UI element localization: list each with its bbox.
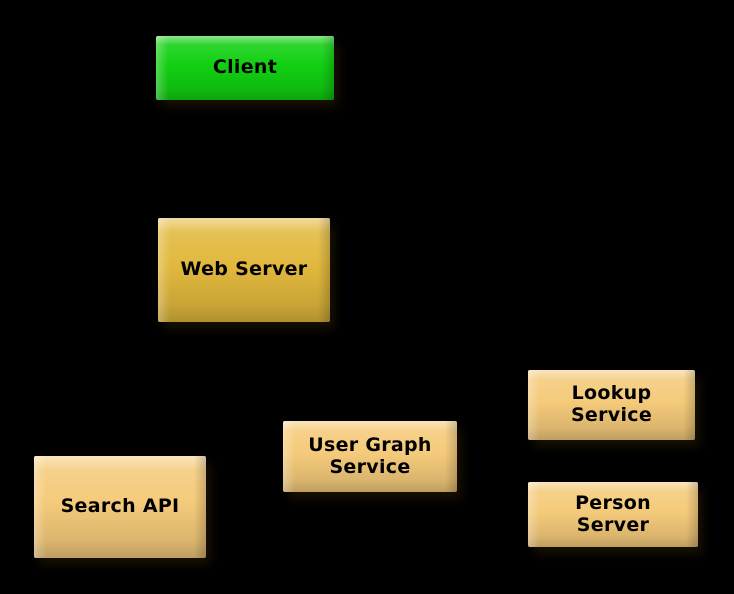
node-label: User Graph Service (308, 433, 432, 478)
node-label: Person Server (575, 491, 651, 536)
node-web-server[interactable]: Web Server (158, 218, 330, 322)
node-person-server[interactable]: Person Server (528, 482, 698, 547)
node-label: Lookup Service (570, 382, 653, 426)
node-client[interactable]: Client (156, 36, 334, 100)
node-label: Client (212, 56, 278, 79)
node-label: Search API (60, 495, 180, 518)
node-user-graph-service[interactable]: User Graph Service (283, 421, 457, 492)
node-label: Web Server (180, 258, 308, 281)
node-lookup-service[interactable]: Lookup Service (528, 370, 695, 440)
node-search-api[interactable]: Search API (34, 456, 206, 558)
